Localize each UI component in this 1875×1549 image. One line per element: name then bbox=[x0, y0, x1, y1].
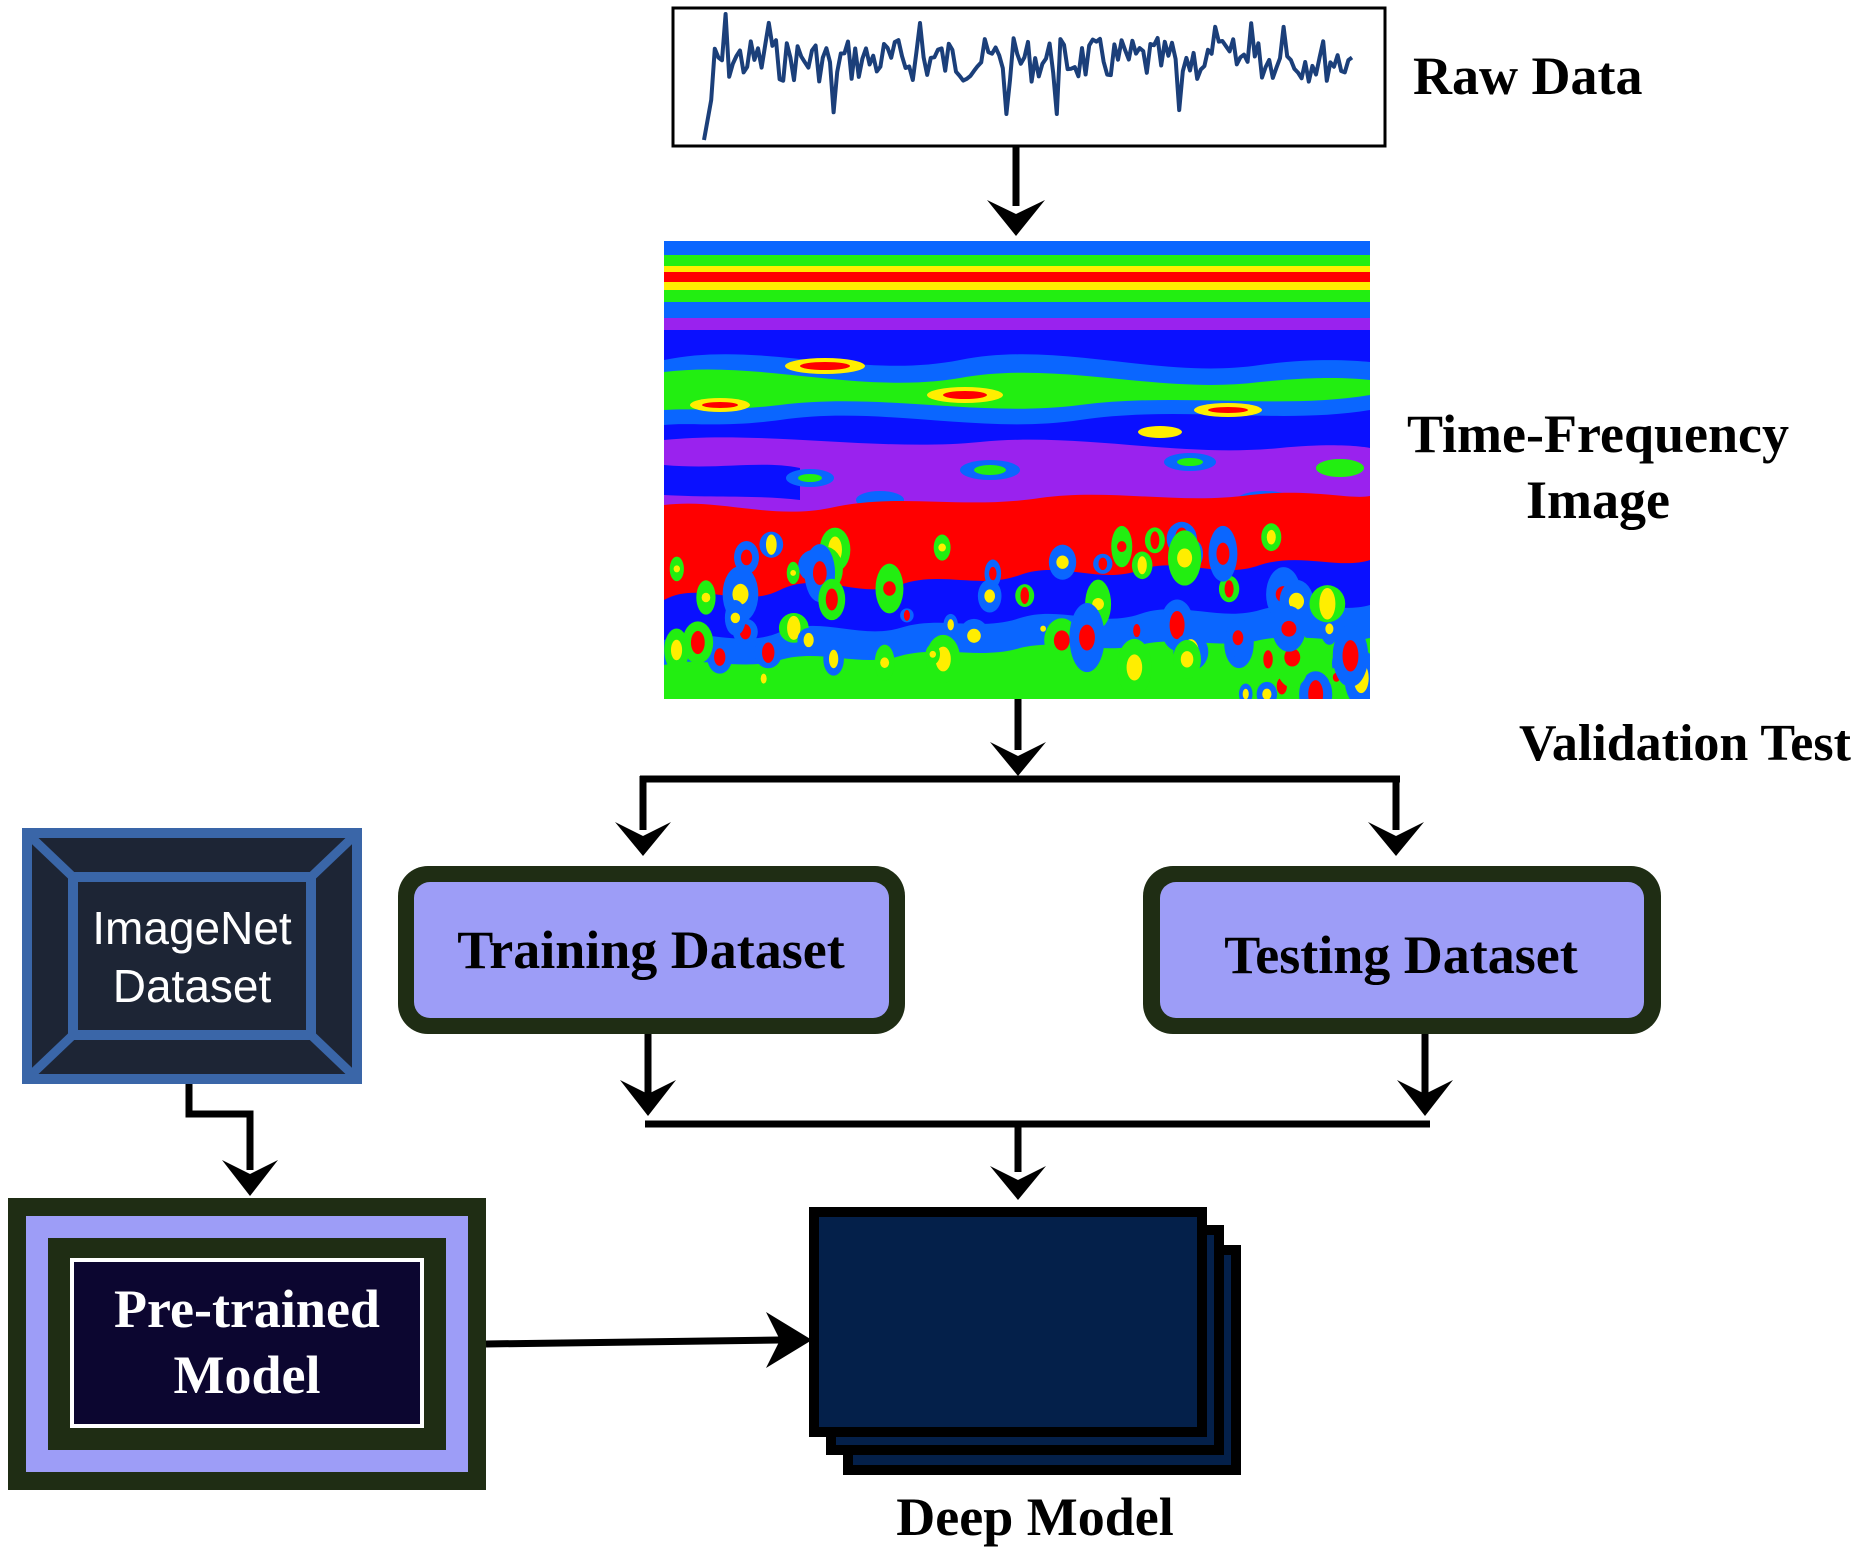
spectrogram-blob-core bbox=[1319, 587, 1336, 620]
spectrogram-blob-core bbox=[1308, 680, 1324, 699]
spectrogram-blob-core bbox=[1224, 580, 1234, 598]
spectrogram-blob-core bbox=[740, 549, 753, 566]
spectrogram-blob-core bbox=[730, 612, 741, 624]
pretrained-label-line1: Pre-trained bbox=[114, 1279, 380, 1339]
spectrogram-blob-core bbox=[825, 588, 838, 611]
spectrogram-blob-core bbox=[1137, 556, 1147, 575]
spectrogram-blob-core bbox=[714, 648, 726, 666]
time-frequency-label-line1: Time-Frequency bbox=[1407, 404, 1789, 464]
imagenet-label-line2: Dataset bbox=[113, 960, 272, 1012]
spectrogram-blob-core bbox=[903, 609, 910, 621]
spectrogram-blob-core bbox=[984, 589, 996, 603]
arrow-pretrained-to-deep-model bbox=[485, 1312, 812, 1368]
spectrogram-blob-core bbox=[947, 619, 954, 631]
deep-model-stack bbox=[809, 1207, 1241, 1475]
spectrogram-blob-core bbox=[670, 639, 683, 661]
arrow-raw-to-spectrogram bbox=[987, 146, 1045, 236]
spectrogram-blob-core bbox=[1150, 531, 1160, 550]
spectrogram-blob-core bbox=[1263, 650, 1273, 669]
raw-data-signal-box bbox=[671, 6, 1387, 148]
spectrogram-blob-core bbox=[760, 673, 767, 684]
testing-dataset-label: Testing Dataset bbox=[1224, 925, 1578, 985]
spectrogram-blob-core bbox=[690, 630, 705, 655]
training-dataset-label: Training Dataset bbox=[457, 920, 845, 980]
spectrogram-blob-core bbox=[1242, 688, 1249, 699]
spectrogram-blob-core bbox=[701, 592, 711, 603]
spectrogram-blob-core bbox=[938, 543, 946, 552]
spectrogram-blob-core bbox=[1325, 623, 1334, 635]
spectrogram-blob-core bbox=[1126, 654, 1143, 681]
raw-data-label: Raw Data bbox=[1413, 46, 1642, 106]
spectrogram-blob-core bbox=[803, 632, 814, 648]
spectrogram-blob-core bbox=[1288, 592, 1305, 610]
spectrogram-blob-core bbox=[1133, 623, 1141, 638]
arrow-imagenet-to-pretrained bbox=[185, 1084, 278, 1196]
spectrogram-blob-core bbox=[1169, 610, 1185, 640]
spectrogram-blob-core bbox=[765, 534, 777, 555]
pretrained-model-box: Pre-trained Model bbox=[8, 1198, 486, 1490]
spectrogram-blob-core bbox=[787, 615, 801, 640]
spectrogram-blob-core bbox=[1180, 651, 1194, 668]
spectrogram-blob-core bbox=[1284, 648, 1301, 667]
time-frequency-label-line2: Image bbox=[1526, 470, 1670, 530]
deep-model-label: Deep Model bbox=[896, 1487, 1173, 1547]
spectrogram-blob-core bbox=[1342, 640, 1359, 672]
time-frequency-spectrogram bbox=[664, 241, 1370, 699]
spectrogram-blob-core bbox=[1266, 529, 1276, 545]
spectrogram-blob-core bbox=[1040, 625, 1046, 632]
pretrained-label-line2: Model bbox=[174, 1345, 321, 1405]
spectrogram-blob-core bbox=[1216, 542, 1230, 565]
spectrogram-blob-core bbox=[883, 581, 896, 596]
imagenet-dataset-box: ImageNet Dataset bbox=[22, 828, 362, 1084]
spectrogram-blob-core bbox=[1020, 587, 1029, 604]
spectrogram-blob-core bbox=[1053, 630, 1070, 651]
arrow-spectrogram-to-split bbox=[990, 699, 1046, 776]
spectrogram-blob-core bbox=[1177, 548, 1193, 568]
spectrogram-blob-core bbox=[1262, 688, 1272, 699]
raw-signal-waveform bbox=[702, 12, 1354, 141]
spectrogram-blob-core bbox=[1098, 557, 1108, 571]
spectrogram-blob-core bbox=[762, 642, 775, 663]
spectrogram-blob-core bbox=[812, 561, 827, 586]
imagenet-label-line1: ImageNet bbox=[92, 902, 292, 954]
spectrogram-blob-core bbox=[1056, 555, 1069, 569]
spectrogram-blob-core bbox=[1232, 630, 1244, 646]
spectrogram-blob-core bbox=[989, 566, 997, 581]
spectrogram-blob-core bbox=[1281, 620, 1297, 637]
spectrogram-blob-core bbox=[1079, 624, 1095, 651]
spectrogram-blob-core bbox=[929, 650, 937, 658]
spectrogram-blob-core bbox=[732, 583, 749, 605]
validation-test-label: Validation Test bbox=[1519, 715, 1852, 772]
spectrogram-blob-core bbox=[967, 628, 981, 643]
split-connector bbox=[615, 775, 1424, 856]
testing-dataset-box: Testing Dataset bbox=[1143, 866, 1661, 1034]
spectrogram-blob-core bbox=[828, 649, 839, 669]
training-dataset-box: Training Dataset bbox=[398, 866, 905, 1034]
spectrogram-blob-core bbox=[1117, 541, 1127, 553]
spectrogram-blob-core bbox=[673, 565, 680, 573]
spectrogram-blob-core bbox=[790, 569, 797, 576]
merge-connector bbox=[620, 1034, 1453, 1200]
spectrogram-blob-core bbox=[880, 657, 890, 668]
